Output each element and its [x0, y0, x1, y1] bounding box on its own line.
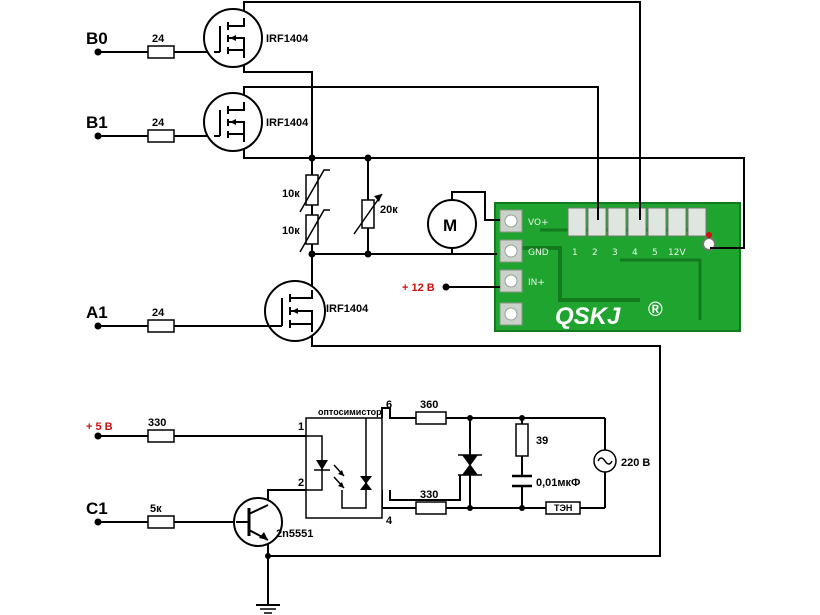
mains-source: 220 В	[593, 449, 650, 473]
heater: ТЭН	[545, 501, 581, 515]
value-20k: 20к	[380, 204, 398, 216]
pad-label-vo: VO+	[528, 218, 549, 228]
opto-pin-1: 1	[298, 421, 304, 433]
pcb-red-dot	[706, 232, 712, 238]
heater-label: ТЭН	[554, 503, 572, 513]
value-r-c1: 5к	[150, 503, 162, 515]
pcb-top-pads	[567, 207, 707, 237]
mosfet-a1	[264, 280, 326, 342]
label-q-c1: 2n5551	[276, 528, 313, 540]
label-c1: C1	[86, 499, 108, 518]
top-pad-label-5: 5	[652, 248, 658, 258]
inputs: B0 B1 A1 C1 + 5 В + 12 В	[86, 29, 525, 559]
value-360: 360	[420, 399, 438, 411]
resistor-b1	[147, 129, 175, 143]
value-10k-bottom: 10к	[282, 225, 300, 237]
heater-element	[545, 501, 581, 515]
registered-mark: ®	[648, 299, 663, 321]
label-q-b0: IRF1404	[266, 33, 309, 45]
opto-pin-2: 2	[298, 477, 304, 489]
pwm-module-board: VO+ GND IN+ 1 2 3 4 5 12V QSKJ ®	[494, 202, 741, 332]
resistor-a1	[147, 319, 175, 333]
top-pad-label-12v: 12V	[668, 248, 686, 258]
optocoupler: оптосимистор 1 2 4 6	[298, 399, 393, 527]
npn-transistor	[233, 497, 283, 547]
top-pad-label-2: 2	[592, 248, 598, 258]
resistor-b0	[147, 45, 175, 59]
opto-pin-4: 4	[386, 515, 393, 527]
top-pad-label-1: 1	[572, 248, 578, 258]
capacitor-value: 0,01мкФ	[536, 477, 580, 489]
resistor-360	[415, 411, 447, 425]
label-b1: B1	[86, 113, 108, 132]
pad-label-in: IN+	[528, 278, 545, 288]
label-q-b1: IRF1404	[266, 117, 309, 129]
label-12v: + 12 В	[402, 282, 435, 294]
top-pad-label-4: 4	[632, 248, 638, 258]
value-330: 330	[420, 489, 438, 501]
value-r-b1: 24	[152, 117, 165, 129]
pad-label-gnd: GND	[528, 248, 549, 258]
capacitor: 0,01мкФ	[512, 474, 580, 489]
value-10k-top: 10к	[282, 188, 300, 200]
value-r-a1: 24	[152, 307, 165, 319]
board-logo: QSKJ	[555, 303, 621, 330]
ground-symbol	[256, 604, 280, 614]
motor: M	[427, 199, 477, 254]
pcb-left-pads	[499, 209, 523, 326]
mosfet-b0	[203, 8, 263, 68]
mosfet-b1	[203, 92, 263, 152]
top-pad-label-3: 3	[612, 248, 618, 258]
optocoupler-box	[305, 417, 383, 519]
label-b0: B0	[86, 29, 108, 48]
triac	[458, 454, 482, 476]
wiring	[98, 1, 745, 605]
mosfets: IRF1404 IRF1404 IRF140	[203, 8, 369, 547]
opto-pin-6: 6	[386, 399, 392, 411]
resistor-5v	[147, 429, 175, 443]
label-q-a1: IRF1404	[326, 303, 369, 315]
value-r-5v: 330	[148, 417, 166, 429]
label-a1: A1	[86, 303, 108, 322]
label-5v: + 5 В	[86, 421, 113, 433]
value-r-b0: 24	[152, 33, 165, 45]
motor-label: M	[443, 216, 457, 235]
resistor-c1	[147, 515, 175, 529]
resistor-39	[515, 423, 529, 457]
optocoupler-label: оптосимистор	[318, 407, 382, 417]
resistor-330	[415, 501, 447, 515]
mains-label: 220 В	[621, 457, 650, 469]
value-39: 39	[536, 435, 548, 447]
resistors: 24 24 24 330 5к 10к 10к 20к 360 330 39	[147, 33, 548, 529]
